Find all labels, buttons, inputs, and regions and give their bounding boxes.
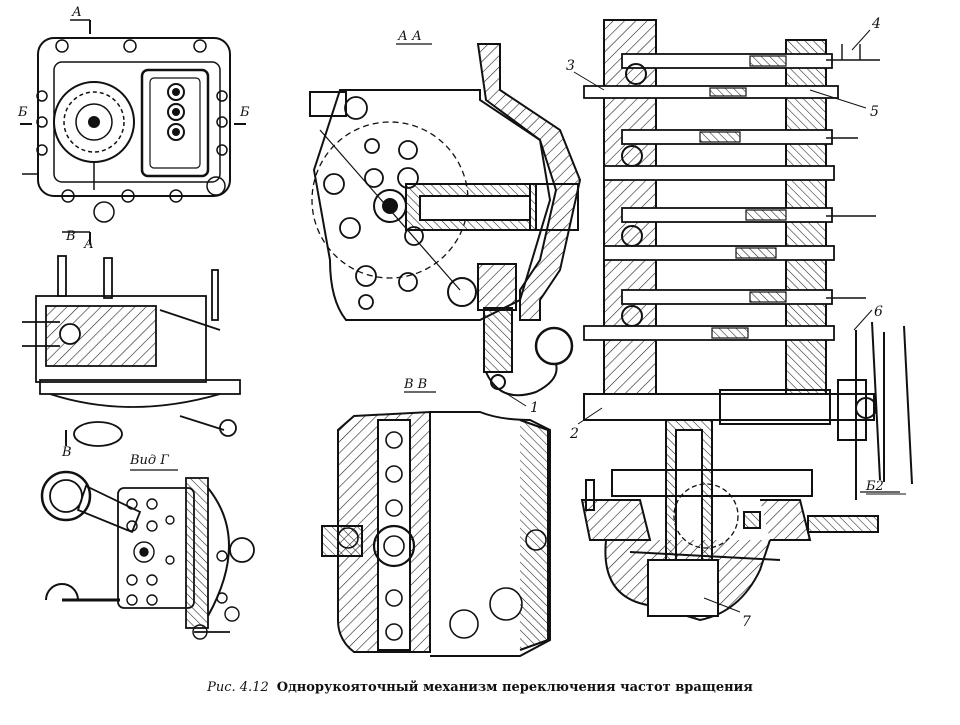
label-section-vv: В В xyxy=(403,377,427,392)
label-section-v-bottom: В xyxy=(61,445,72,460)
label-b2: Б2 xyxy=(865,479,884,494)
callout-5: 5 xyxy=(870,104,879,120)
view-g xyxy=(40,469,255,640)
longitudinal-section xyxy=(580,19,913,622)
callout-4: 4 xyxy=(871,16,881,32)
label-section-b-right: Б xyxy=(239,105,250,120)
label-section-aa: А А xyxy=(397,29,422,44)
figure-number: Рис. 4.12 xyxy=(207,680,269,695)
callout-6: 6 xyxy=(874,304,883,320)
label-section-a-top: А xyxy=(71,5,82,20)
callout-1: 1 xyxy=(530,400,539,416)
callout-2: 2 xyxy=(569,426,579,442)
label-section-v-mid: В xyxy=(65,229,76,244)
callout-3: 3 xyxy=(566,58,575,74)
label-section-a-mid: А xyxy=(83,237,94,252)
label-view-g: Вид Г xyxy=(129,453,169,468)
section-aa xyxy=(309,43,582,397)
front-view xyxy=(20,19,246,223)
label-section-b-left: Б xyxy=(17,105,28,120)
figure-title: Однорукояточный механизм переключения ча… xyxy=(276,680,753,695)
figure-caption: Рис. 4.12 Однорукояточный механизм перекл… xyxy=(0,680,960,695)
callout-7: 7 xyxy=(742,614,751,630)
side-view xyxy=(22,231,241,447)
section-vv xyxy=(321,391,551,657)
